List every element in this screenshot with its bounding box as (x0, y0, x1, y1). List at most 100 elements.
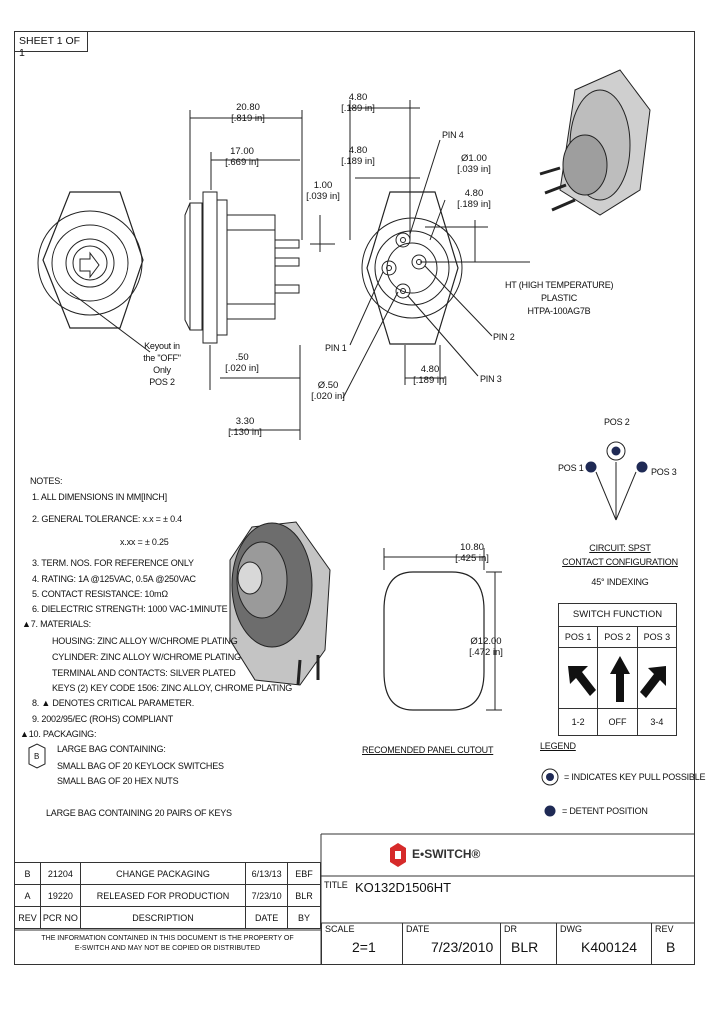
rev-header: REV (14, 906, 41, 929)
dim-17-00: 17.00[.669 in] (225, 146, 259, 168)
pin4-label: PIN 4 (442, 130, 464, 140)
notes-rev-flag (28, 743, 46, 769)
sf-result-pos1: 1-2 (559, 709, 599, 735)
pos3-arrow-icon (640, 666, 666, 698)
sf-header-pos2: POS 2 (598, 627, 638, 647)
dim-4-80-top: 4.80[.189 in] (341, 92, 375, 114)
front-inner-ring (51, 224, 129, 302)
by-cell: EBF (287, 862, 321, 885)
legend-keypull-icon (541, 768, 559, 786)
rear-pin-1 (381, 260, 397, 276)
side-hex-nut (202, 191, 218, 344)
dwg-value: K400124 (581, 939, 638, 955)
circuit-info: CIRCUIT: SPST CONTACT CONFIGURATION 45° … (562, 543, 678, 587)
note-7: ▲7. MATERIALS: (22, 619, 91, 629)
rear-pin-3 (395, 283, 411, 299)
sheet-label: SHEET 1 OF 1 (14, 31, 88, 59)
note-4: 4. RATING: 1A @125VAC, 0.5A @250VAC (32, 574, 196, 584)
sf-result-pos3: 3-4 (650, 717, 664, 727)
switch-function-title: SWITCH FUNCTION (559, 604, 676, 627)
table-header-row: REV PCR NO DESCRIPTION DATE BY (14, 906, 321, 929)
note-7a: HOUSING: ZINC ALLOY W/CHROME PLATING (52, 636, 238, 646)
date-cell: 6/13/13 (245, 862, 289, 885)
dwg-cell: DWG K400124 (557, 923, 652, 965)
by-cell: BLR (287, 884, 321, 907)
note-9: 9. 2002/95/EC (ROHS) COMPLIANT (32, 714, 174, 724)
desc-cell: CHANGE PACKAGING (79, 862, 247, 885)
notes-title: NOTES: (30, 476, 63, 486)
date-cell: DATE 7/23/2010 (403, 923, 501, 965)
dim-dia-0-50: Ø.50[.020 in] (311, 380, 345, 402)
pos2-arrow-icon (610, 656, 630, 702)
dim-3-30: 3.30[.130 in] (228, 416, 262, 438)
note-7d: KEYS (2) KEY CODE 1506: ZINC ALLOY, CHRO… (52, 683, 293, 693)
dim-4-80-right: 4.80[.189 in] (457, 188, 491, 210)
part-number-title: KO132D1506HT (355, 880, 452, 895)
panel-cutout-outline (383, 571, 485, 711)
iso-view-switch-rear (539, 69, 651, 216)
title-label: TITLE (324, 880, 348, 890)
dim-0-50: .50[.020 in] (225, 352, 259, 374)
note-1: 1. ALL DIMENSIONS IN MM[INCH] (32, 492, 167, 502)
desc-header: DESCRIPTION (79, 906, 247, 929)
pcr-cell: 19220 (39, 884, 81, 907)
legend-detent-icon (544, 805, 556, 817)
pos2-keypull-icon (606, 441, 626, 461)
side-terminal (274, 239, 300, 249)
scale-value: 2=1 (352, 939, 376, 955)
legend-title: LEGEND (540, 741, 576, 751)
drawn-by-value: BLR (511, 939, 539, 955)
dim-dia-12-00: Ø12.00[.472 in] (469, 636, 503, 658)
pos2-label: POS 2 (604, 417, 630, 427)
dim-dia-1-00: Ø1.00[.039 in] (457, 153, 491, 175)
sf-arrow-cell-1 (559, 648, 599, 708)
note-10: ▲10. PACKAGING: (20, 729, 97, 739)
scale-cell: SCALE 2=1 (321, 923, 403, 965)
pcr-cell: 21204 (39, 862, 81, 885)
sf-result-pos2: OFF (598, 709, 638, 735)
pcr-header: PCR NO (39, 906, 81, 929)
dim-10-80: 10.80[.425 in] (455, 542, 489, 564)
note-7c: TERMINAL AND CONTACTS: SILVER PLATED (52, 668, 236, 678)
dim-20-80: 20.80[.819 in] (231, 102, 265, 124)
sf-arrow-cell-3 (638, 648, 676, 708)
date-header: DATE (245, 906, 289, 929)
note-6: 6. DIELECTRIC STRENGTH: 1000 VAC-1MINUTE (32, 604, 228, 614)
dim-4-80-mid: 4.80[.189 in] (341, 145, 375, 167)
date-value: 7/23/2010 (431, 939, 494, 955)
by-header: BY (287, 906, 321, 929)
pos1-label: POS 1 (558, 463, 584, 473)
drawn-by-cell: DR BLR (501, 923, 557, 965)
pos1-detent-icon (585, 461, 597, 473)
pos1-arrow-icon (568, 666, 596, 696)
pin3-label: PIN 3 (480, 374, 502, 384)
eswitch-logo-text: E•SWITCH® (412, 847, 481, 861)
note-2b: x.xx = ± 0.25 (120, 537, 169, 547)
note-8: 8. ▲ DENOTES CRITICAL PARAMETER. (32, 698, 195, 708)
note-10a: LARGE BAG CONTAINING: (57, 744, 166, 754)
date-cell: 7/23/10 (245, 884, 289, 907)
rev-cell-title: REV B (652, 923, 695, 965)
front-hex-outline (42, 191, 144, 329)
table-row: A 19220 RELEASED FOR PRODUCTION 7/23/10 … (14, 884, 321, 907)
rear-hex-outline (366, 191, 459, 345)
note-10b: SMALL BAG OF 20 KEYLOCK SWITCHES (57, 761, 224, 771)
note-2: 2. GENERAL TOLERANCE: x.x = ± 0.4 (32, 514, 182, 524)
side-bezel (189, 202, 203, 331)
pos3-detent-icon (636, 461, 648, 473)
sf-header-pos3: POS 3 (643, 632, 671, 642)
note-10d: LARGE BAG CONTAINING 20 PAIRS OF KEYS (46, 808, 232, 818)
front-key-arrow-icon (79, 251, 100, 279)
note-3: 3. TERM. NOS. FOR REFERENCE ONLY (32, 558, 194, 568)
desc-cell: RELEASED FOR PRODUCTION (79, 884, 247, 907)
rev-cell: B (14, 862, 41, 885)
dim-1-00: 1.00[.039 in] (306, 180, 340, 202)
pin1-label: PIN 1 (325, 343, 347, 353)
switch-function-table: SWITCH FUNCTION POS 1 POS 2 POS 3 1-2 OF… (558, 603, 677, 736)
note-10c: SMALL BAG OF 20 HEX NUTS (57, 776, 179, 786)
sf-header-pos1: POS 1 (559, 627, 599, 647)
side-body (226, 214, 276, 320)
